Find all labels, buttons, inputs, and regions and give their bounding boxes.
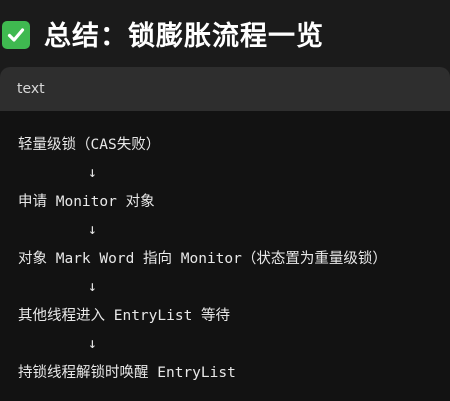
section-heading: 总结：锁膨胀流程一览 [0,0,450,66]
down-arrow: ↓ [88,222,97,238]
down-arrow: ↓ [88,165,97,181]
code-line: 其他线程进入 EntryList 等待 [18,308,231,324]
code-line: 轻量级锁（CAS失败） [18,137,161,153]
code-line: 持锁线程解锁时唤醒 EntryList [18,365,236,381]
down-arrow: ↓ [88,279,97,295]
check-mark-icon [2,21,30,49]
heading-title: 总结：锁膨胀流程一览 [44,21,324,52]
code-line: 对象 Mark Word 指向 Monitor（状态置为重量级锁） [18,251,387,267]
code-line: 申请 Monitor 对象 [18,194,155,210]
code-block: text 轻量级锁（CAS失败） ↓ 申请 Monitor 对象 ↓ 对象 Ma… [0,67,450,401]
down-arrow: ↓ [88,336,97,352]
code-language-label: text [0,67,450,111]
